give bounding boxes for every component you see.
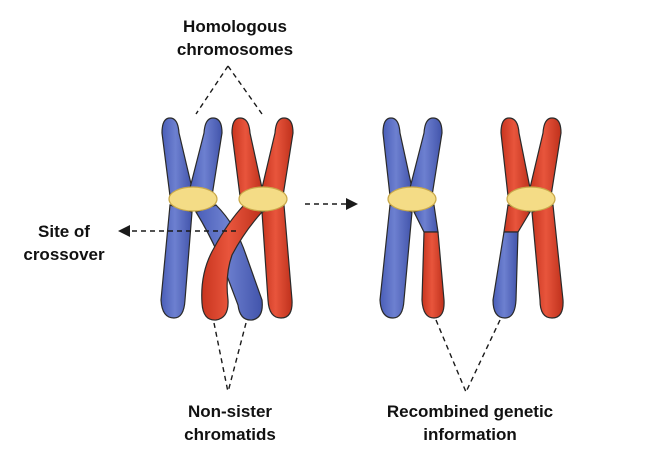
non-sister-label-line2: chromatids — [184, 425, 276, 444]
site-of-crossover-label: Site of crossover — [8, 220, 120, 266]
recombined-blue-chromosome — [379, 117, 445, 319]
recombined-blue-centromere — [387, 186, 437, 212]
pointer-lines — [128, 65, 501, 393]
crossover-arrowhead — [118, 225, 130, 237]
red-lower-arm-crossing — [201, 204, 264, 321]
recombined-pointer-right — [465, 319, 501, 393]
blue-centromere — [168, 186, 218, 212]
blue-upper-arm-left — [161, 117, 193, 197]
recombined-blue-upper-right — [409, 117, 443, 197]
blue-upper-arm-right — [189, 117, 223, 197]
non-sister-chromatids-label: Non-sister chromatids — [150, 400, 310, 446]
homologous-pair-before — [160, 117, 294, 321]
recombined-red-lower-right — [531, 204, 564, 319]
recombined-blue-upper-left — [382, 117, 413, 197]
recombined-blue-lower-left — [379, 204, 413, 319]
homologous-pointer-right — [227, 65, 263, 115]
recombined-red-lower-left-blue-part — [492, 231, 519, 319]
recombined-pointer-left — [435, 319, 467, 393]
recombined-blue-lower-right-red-part — [421, 231, 445, 319]
recombined-label-line1: Recombined genetic — [386, 402, 554, 421]
recombined-red-upper-left — [500, 117, 531, 197]
homologous-label-line2: chromosomes — [176, 40, 294, 59]
non-sister-pointer-right — [227, 322, 247, 393]
red-chromosome — [201, 117, 294, 321]
crossover-label-line2: crossover — [23, 245, 105, 264]
crossover-label-line1: Site of — [38, 222, 90, 241]
blue-lower-arm-left — [160, 204, 193, 319]
recombined-red-chromosome — [492, 117, 564, 319]
recombined-red-upper-right — [529, 117, 562, 197]
recombined-label-line2: information — [423, 425, 517, 444]
recombined-genetic-information-label: Recombined genetic information — [355, 400, 585, 446]
recombined-red-centromere — [506, 186, 556, 212]
homologous-chromosomes-label: Homologous chromosomes — [150, 15, 320, 61]
homologous-label-line1: Homologous — [183, 17, 287, 36]
red-upper-arm-right — [261, 117, 294, 197]
non-sister-label-line1: Non-sister — [187, 402, 273, 421]
non-sister-pointer-left — [213, 322, 229, 393]
red-centromere — [238, 186, 288, 212]
blue-chromosome — [160, 117, 263, 321]
process-arrowhead — [346, 198, 358, 210]
red-lower-arm-right — [261, 204, 293, 319]
homologous-pointer-left — [195, 65, 229, 115]
red-upper-arm-left — [231, 117, 263, 197]
